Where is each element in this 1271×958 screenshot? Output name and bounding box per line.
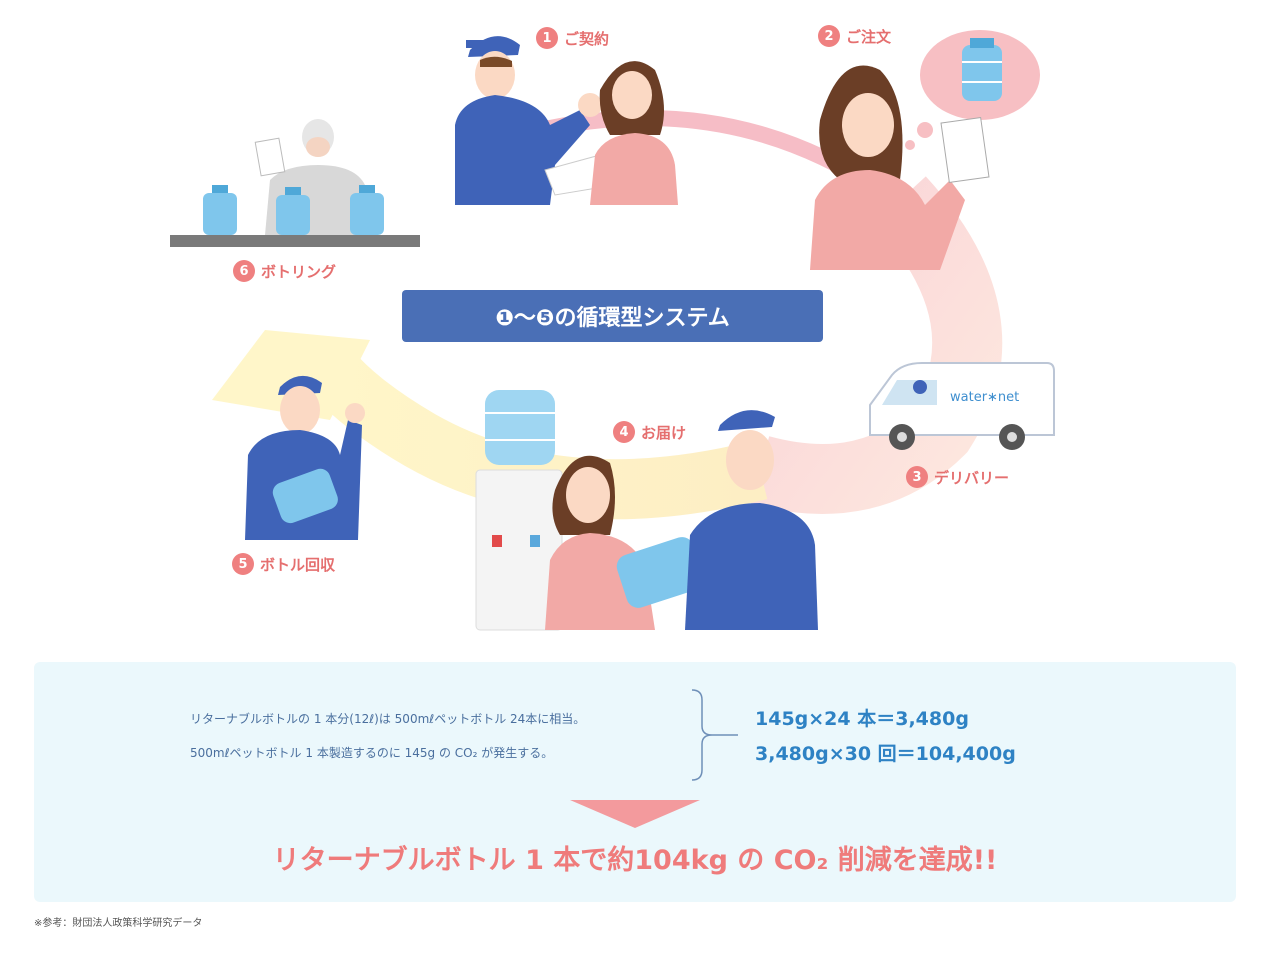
bracket-connector — [691, 689, 738, 781]
collected-bottle-icon — [272, 468, 338, 524]
contract-illustration — [455, 36, 678, 205]
delivery-van-illustration: water∗net — [869, 362, 1055, 450]
bottling-illustration — [170, 119, 420, 247]
order-illustration — [810, 30, 1040, 270]
calc-line-2: 3,480g×30 回＝104,400g — [755, 743, 1016, 765]
return-arrow-head — [212, 330, 370, 420]
result-headline: リターナブルボトル 1 本で約104kg の CO₂ 削減を達成!! — [272, 845, 998, 876]
bottle-icon-1 — [203, 185, 237, 235]
collection-illustration — [245, 375, 365, 540]
bottle-icon-3 — [350, 185, 384, 235]
down-arrow-icon — [570, 800, 700, 828]
source-note: ※参考：財団法人政策科学研究データ — [34, 918, 203, 929]
van-logo: water∗net — [950, 390, 1019, 405]
water-bottle-icon — [962, 38, 1002, 101]
note-line-1: リターナブルボトルの 1 本分(12ℓ)は 500mℓペットボトル 24本に相当… — [190, 712, 586, 726]
delivered-bottle-icon — [616, 537, 704, 608]
note-line-2: 500mℓペットボトル 1 本製造するのに 145g の CO₂ が発生する。 — [190, 746, 554, 760]
water-dispenser-icon — [475, 390, 563, 631]
calc-line-1: 145g×24 本＝3,480g — [755, 708, 969, 730]
handover-illustration — [475, 390, 818, 631]
bottle-icon-2 — [276, 187, 310, 235]
return-flow-arc — [307, 350, 768, 520]
co2-reduction-panel — [34, 662, 1236, 902]
cycle-system-banner: ❶〜❺の循環型システム — [402, 290, 823, 342]
